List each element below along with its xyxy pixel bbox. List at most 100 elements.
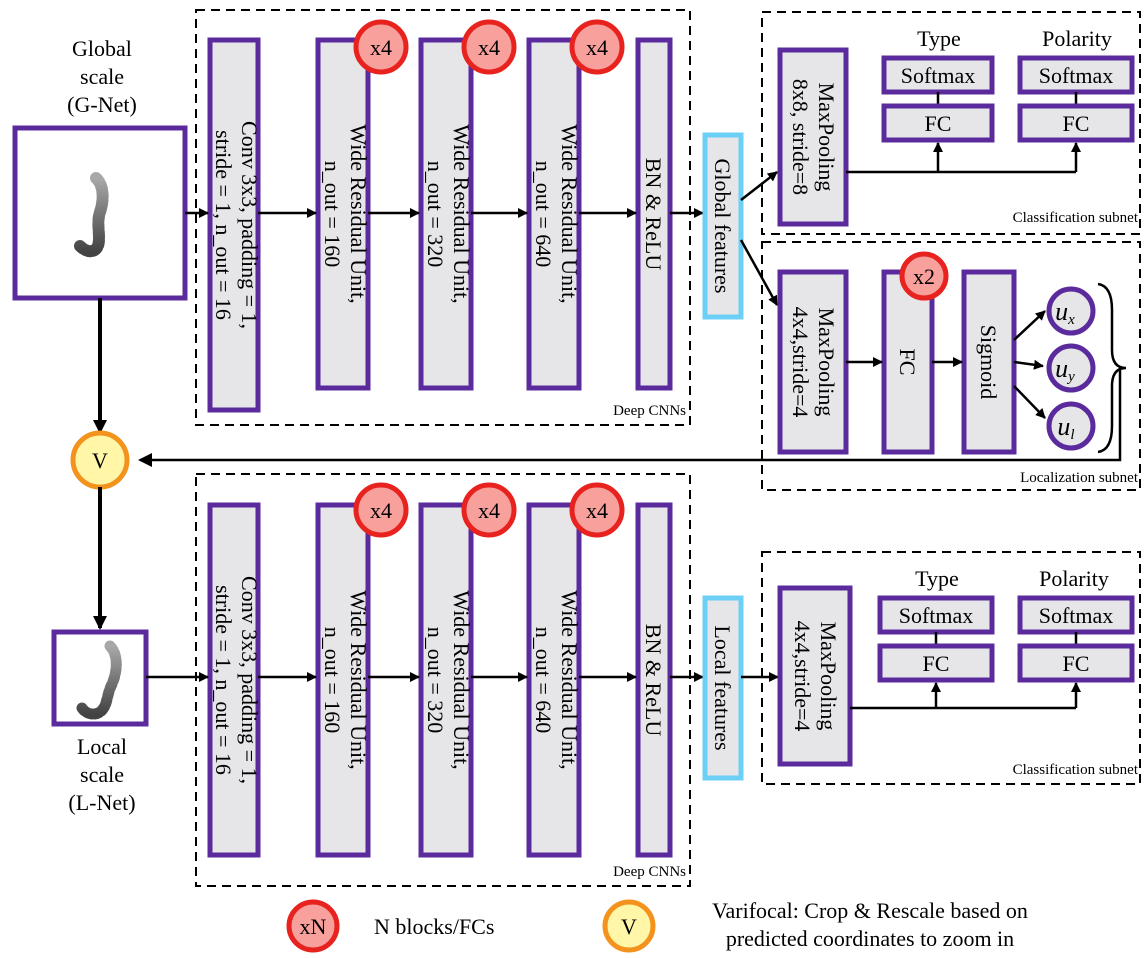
svg-text:V: V bbox=[92, 448, 108, 473]
svg-text:x2: x2 bbox=[913, 264, 935, 289]
global-input-label-3: (G-Net) bbox=[67, 92, 137, 117]
local-features-block bbox=[702, 595, 744, 781]
maxpool-4x4-loc-block bbox=[777, 269, 849, 455]
softmax-label: Softmax bbox=[1039, 63, 1114, 88]
svg-text:x4: x4 bbox=[586, 35, 608, 60]
maxpool-label-1: MaxPooling bbox=[814, 308, 839, 417]
fc-label: FC bbox=[925, 111, 952, 136]
svg-text:x4: x4 bbox=[370, 498, 392, 523]
local-input-label-2: scale bbox=[80, 762, 124, 787]
softmax-label: Softmax bbox=[901, 63, 976, 88]
type-label-local: Type bbox=[915, 566, 959, 591]
maxpool-4x4-local-block bbox=[777, 585, 853, 767]
global-features-label: Global features bbox=[710, 159, 735, 294]
svg-text:x4: x4 bbox=[586, 498, 608, 523]
type-label-global: Type bbox=[917, 26, 961, 51]
repeat-badge-global-2: x4 bbox=[461, 19, 517, 75]
wru-label: Wide Residual Unit, bbox=[346, 590, 371, 769]
softmax-label: Softmax bbox=[899, 603, 974, 628]
conv-block-local bbox=[207, 502, 261, 858]
fc-label: FC bbox=[1063, 111, 1090, 136]
fc-type-local bbox=[877, 643, 995, 683]
conv-label-1: Conv 3x3, padding = 1, bbox=[237, 576, 262, 784]
deep-cnn-caption-global: Deep CNNs bbox=[613, 403, 686, 419]
local-input-label-1: Local bbox=[77, 734, 127, 759]
svg-text:x4: x4 bbox=[370, 35, 392, 60]
wru-label: Wide Residual Unit, bbox=[557, 124, 582, 303]
repeat-badge-local-2: x4 bbox=[461, 482, 517, 538]
wru-320-local bbox=[418, 502, 474, 858]
svg-text:ul: ul bbox=[1057, 412, 1074, 443]
repeat-badge-local-1: x4 bbox=[353, 482, 409, 538]
local-features-label: Local features bbox=[710, 625, 735, 750]
classification-subnet-box-global bbox=[761, 11, 1141, 235]
svg-text:x4: x4 bbox=[478, 35, 500, 60]
svg-text:uy: uy bbox=[1055, 354, 1075, 385]
svg-text:x4: x4 bbox=[478, 498, 500, 523]
local-object-thumbnail bbox=[76, 640, 122, 720]
fc-polarity-global bbox=[1017, 103, 1135, 143]
wru-label: Wide Residual Unit, bbox=[449, 124, 474, 303]
wru-label: Wide Residual Unit, bbox=[449, 590, 474, 769]
deep-cnn-box-local bbox=[195, 473, 691, 887]
maxpool-label-2: 4x4,stride=4 bbox=[788, 307, 813, 418]
legend-v-text-1: Varifocal: Crop & Rescale based on bbox=[712, 898, 1028, 923]
maxpool-8x8-block bbox=[777, 47, 849, 227]
repeat-badge-global-3: x4 bbox=[569, 19, 625, 75]
deep-cnn-caption-local: Deep CNNs bbox=[613, 864, 686, 880]
wru-nout-320: n_out = 320 bbox=[423, 161, 448, 268]
arrow bbox=[739, 239, 779, 306]
local-input-label-3: (L-Net) bbox=[68, 790, 135, 815]
uy-output: uy bbox=[1046, 343, 1096, 393]
fc-type-global bbox=[881, 103, 995, 143]
bn-relu-local bbox=[635, 502, 673, 858]
wru-nout-640: n_out = 640 bbox=[531, 627, 556, 734]
varifocal-badge: V bbox=[70, 430, 130, 490]
svg-text:V: V bbox=[621, 914, 637, 939]
maxpool-label-2: 8x8, stride=8 bbox=[788, 79, 813, 195]
repeat-badge-local-3: x4 bbox=[569, 482, 625, 538]
wru-640-local bbox=[526, 502, 582, 858]
ul-output: ul bbox=[1046, 401, 1096, 451]
fc-label: FC bbox=[923, 651, 950, 676]
svg-text:xN: xN bbox=[300, 914, 327, 939]
wru-160-local bbox=[315, 502, 371, 858]
wru-label: Wide Residual Unit, bbox=[346, 124, 371, 303]
legend-xn-badge: xN bbox=[286, 899, 340, 953]
arrow bbox=[1013, 310, 1046, 341]
softmax-polarity-global bbox=[1017, 55, 1135, 95]
softmax-type-global bbox=[881, 55, 995, 95]
global-features-block bbox=[702, 132, 744, 320]
legend-v-text-2: predicted coordinates to zoom in bbox=[726, 926, 1014, 951]
global-object-thumbnail bbox=[74, 172, 109, 258]
wru-nout-640: n_out = 640 bbox=[531, 161, 556, 268]
arrow bbox=[740, 171, 778, 201]
wru-160-global bbox=[315, 37, 371, 391]
arrow bbox=[138, 368, 1122, 467]
fc-loc-label: FC bbox=[895, 349, 920, 376]
wru-nout-160: n_out = 160 bbox=[320, 627, 345, 734]
softmax-label: Softmax bbox=[1039, 603, 1114, 628]
maxpool-label-1: MaxPooling bbox=[814, 83, 839, 192]
polarity-label-local: Polarity bbox=[1039, 566, 1109, 591]
conv-label-2: stride = 1, n_out = 16 bbox=[211, 585, 236, 775]
maxpool-label-1: MaxPooling bbox=[816, 622, 841, 731]
repeat-badge-loc: x2 bbox=[899, 251, 949, 301]
wru-label: Wide Residual Unit, bbox=[557, 590, 582, 769]
polarity-label-global: Polarity bbox=[1042, 26, 1112, 51]
classification-subnet-box-local bbox=[761, 551, 1141, 785]
conv-label-1: Conv 3x3, padding = 1, bbox=[237, 121, 262, 329]
classification-caption-local: Classification subnet bbox=[1013, 762, 1139, 778]
svg-text:ux: ux bbox=[1055, 297, 1075, 328]
conv-block-global bbox=[207, 37, 261, 413]
arrow bbox=[1013, 385, 1046, 419]
sigmoid-label: Sigmoid bbox=[976, 325, 1001, 400]
ux-output: ux bbox=[1046, 286, 1096, 336]
bn-relu-label: BN & ReLU bbox=[641, 158, 666, 271]
deep-cnn-box-global bbox=[195, 9, 691, 426]
bn-relu-label: BN & ReLU bbox=[641, 624, 666, 737]
localization-subnet-box bbox=[761, 241, 1141, 491]
classification-caption-global: Classification subnet bbox=[1013, 210, 1139, 226]
wru-nout-160: n_out = 160 bbox=[320, 161, 345, 268]
